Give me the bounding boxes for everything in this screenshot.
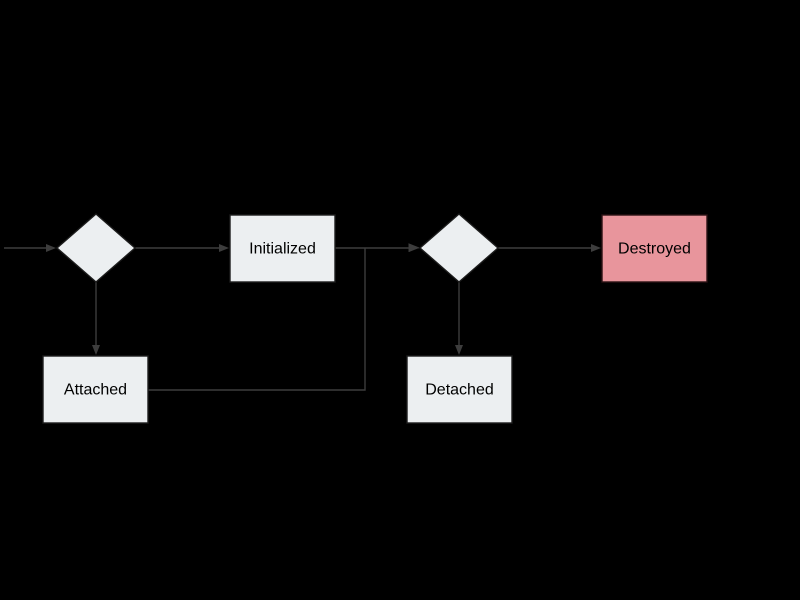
arrowhead-decision1-to-attached	[92, 345, 100, 355]
arrowhead-decision2-to-detached	[455, 345, 463, 355]
arrowhead-decision2-to-destroyed	[591, 244, 601, 252]
node-destroyed-label: Destroyed	[618, 241, 691, 258]
decision-diamond-2	[418, 213, 500, 283]
arrowhead-initialized-to-decision2	[408, 243, 420, 252]
node-attached-label: Attached	[64, 382, 127, 399]
node-initialized	[229, 214, 336, 283]
node-initialized-label: Initialized	[249, 241, 316, 258]
node-detached	[406, 355, 513, 424]
edge-attached-to-decision2	[148, 248, 366, 391]
node-destroyed	[601, 214, 708, 283]
decision-diamond-1	[55, 213, 137, 283]
arrowhead-entry-to-decision1	[46, 244, 56, 252]
node-attached	[42, 355, 149, 424]
arrowhead-decision1-to-initialized	[219, 244, 229, 252]
node-detached-label: Detached	[425, 382, 494, 399]
